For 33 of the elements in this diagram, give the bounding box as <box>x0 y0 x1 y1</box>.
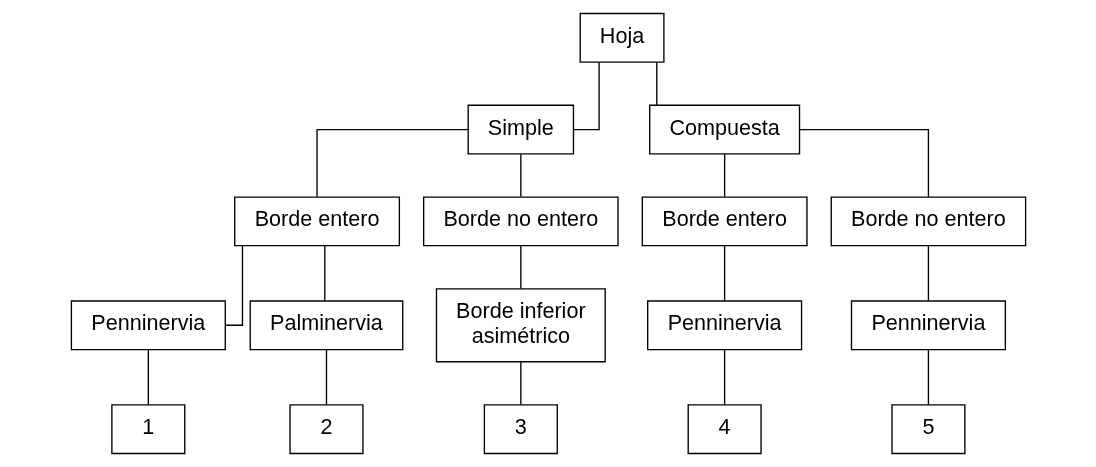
connector <box>723 349 725 406</box>
connector <box>147 349 149 406</box>
connector <box>323 245 325 302</box>
node-box: 3 <box>483 404 558 455</box>
node-box: Borde entero <box>233 196 400 247</box>
node-box: 4 <box>687 404 762 455</box>
node-box: Borde no entero <box>830 196 1026 247</box>
node-box: Penninervia <box>646 300 802 351</box>
node-box: Borde no entero <box>422 196 619 247</box>
connector <box>315 128 468 198</box>
connector <box>723 245 725 302</box>
connector <box>723 153 725 198</box>
connector <box>927 349 929 406</box>
node-box: Penninervia <box>70 300 226 351</box>
connector <box>927 245 929 302</box>
connector <box>325 349 327 406</box>
node-box: Compuesta <box>648 104 800 155</box>
connector <box>519 361 521 406</box>
connector <box>798 128 929 198</box>
node-box: Hoja <box>579 12 665 63</box>
node-box: Penninervia <box>850 300 1006 351</box>
node-box: 5 <box>890 404 966 455</box>
node-box: Borde inferior asimétrico <box>435 288 606 363</box>
connector <box>519 153 521 198</box>
connector <box>655 61 657 106</box>
node-box: Borde entero <box>641 196 808 247</box>
node-box: 2 <box>288 404 364 455</box>
connector <box>224 245 243 326</box>
node-box: 1 <box>110 404 185 455</box>
connector <box>572 61 600 131</box>
node-box: Palminervia <box>249 300 403 351</box>
node-box: Simple <box>467 104 574 155</box>
connector <box>519 245 521 290</box>
